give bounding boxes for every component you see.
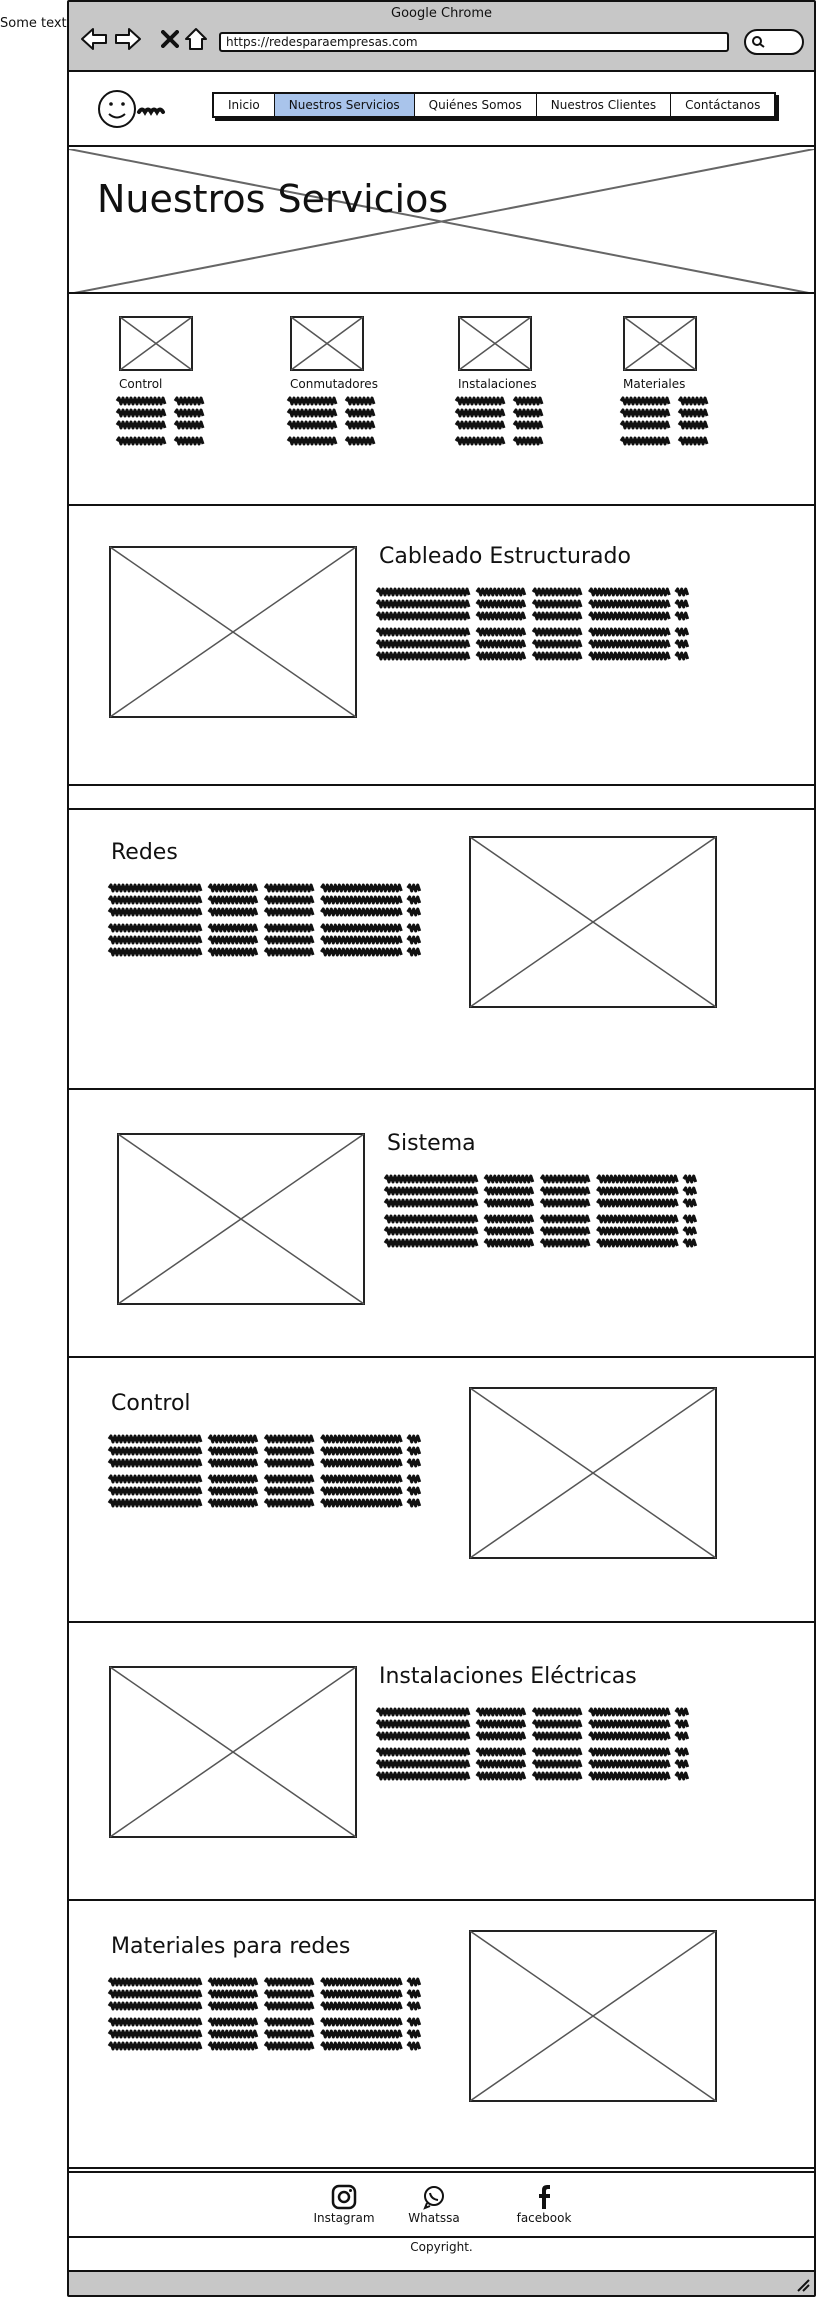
section-body-text (107, 882, 442, 962)
service-thumbnail (290, 316, 364, 371)
forward-button[interactable] (113, 24, 143, 54)
text-placeholder (375, 587, 690, 661)
service-label: Materiales (623, 377, 686, 391)
service-thumbnail (119, 316, 193, 371)
footer-divider (69, 2171, 814, 2173)
search-icon (752, 36, 765, 48)
resize-grip-icon (797, 2279, 810, 2292)
nav-item-4[interactable]: Contáctanos (685, 98, 761, 112)
hero-banner: Nuestros Servicios (69, 149, 814, 294)
nav-item-3[interactable]: Nuestros Clientes (537, 94, 672, 116)
browser-statusbar (69, 2270, 814, 2295)
text-placeholder (454, 396, 544, 446)
service-card[interactable]: Control (115, 316, 229, 451)
section-title: Instalaciones Eléctricas (379, 1664, 637, 1689)
section-title: Sistema (387, 1131, 476, 1156)
arrow-left-icon (81, 28, 107, 50)
copyright-text: Copyright. (410, 2240, 473, 2254)
image-placeholder-icon (458, 316, 532, 371)
section-image (469, 836, 717, 1008)
section-title: Control (111, 1391, 191, 1416)
social-link-whatssa[interactable]: Whatssa (389, 2183, 479, 2225)
nav-item-0[interactable]: Inicio (214, 94, 275, 116)
service-card[interactable]: Materiales (619, 316, 733, 451)
text-placeholder (383, 1174, 698, 1248)
section-body-text (107, 1976, 442, 2056)
image-placeholder-icon (290, 316, 364, 371)
service-section: Instalaciones Eléctricas (69, 1626, 814, 1901)
section-image (109, 1666, 357, 1838)
service-section: Redes (69, 810, 814, 1090)
back-button[interactable] (79, 24, 109, 54)
browser-title: Google Chrome (391, 6, 492, 21)
service-section: Materiales para redes (69, 1904, 814, 2169)
section-title: Cableado Estructurado (379, 544, 631, 569)
side-note-text: Some text (0, 16, 67, 31)
image-placeholder-icon (119, 316, 193, 371)
page-title: Nuestros Servicios (97, 177, 449, 221)
browser-titlebar: Google Chrome https://redesparaempresas.… (69, 2, 814, 72)
text-placeholder (115, 396, 205, 446)
service-card[interactable]: Instalaciones (454, 316, 568, 451)
section-body-text (375, 1706, 710, 1786)
section-title: Redes (111, 840, 178, 865)
home-button[interactable] (181, 24, 211, 54)
address-bar[interactable]: https://redesparaempresas.com (219, 32, 729, 52)
social-label: Whatssa (408, 2211, 460, 2225)
instagram-icon (331, 2184, 357, 2210)
image-placeholder-icon (117, 1133, 365, 1305)
section-image (469, 1387, 717, 1559)
image-placeholder-icon (469, 1930, 717, 2102)
section-image (469, 1930, 717, 2102)
service-section: Cableado Estructurado (69, 506, 814, 786)
hero-image-placeholder (69, 149, 814, 292)
section-body-text (383, 1173, 718, 1253)
logo-icon[interactable] (97, 84, 167, 132)
footer-divider (69, 2236, 814, 2238)
stop-button[interactable] (155, 24, 185, 54)
home-icon (185, 28, 207, 50)
text-placeholder (375, 1707, 690, 1781)
service-card[interactable]: Conmutadores (286, 316, 400, 451)
service-label: Instalaciones (458, 377, 537, 391)
close-icon (161, 30, 179, 48)
text-placeholder (619, 396, 709, 446)
social-label: Instagram (313, 2211, 375, 2225)
social-link-instagram[interactable]: Instagram (299, 2183, 389, 2225)
text-placeholder (107, 1434, 422, 1508)
service-section: Sistema (69, 1093, 814, 1358)
section-title: Materiales para redes (111, 1934, 351, 1959)
section-body-text (375, 586, 710, 666)
service-thumbnail (623, 316, 697, 371)
browser-search-button[interactable] (744, 29, 804, 55)
whatsapp-icon (423, 2186, 444, 2210)
image-placeholder-icon (469, 1387, 717, 1559)
text-placeholder (286, 396, 376, 446)
nav-item-1[interactable]: Nuestros Servicios (274, 94, 415, 116)
section-divider (69, 808, 814, 810)
footer-social: Instagram Whatssa facebook (69, 2173, 814, 2235)
arrow-right-icon (115, 28, 141, 50)
image-placeholder-icon (109, 546, 357, 718)
social-link-facebook[interactable]: facebook (499, 2183, 589, 2225)
service-thumbnail (458, 316, 532, 371)
text-placeholder (107, 883, 422, 957)
service-section: Control (69, 1361, 814, 1623)
services-grid: Control Conmutadores Instalaciones Material… (69, 296, 814, 506)
service-label: Control (119, 377, 163, 391)
image-placeholder-icon (623, 316, 697, 371)
section-image (109, 546, 357, 718)
facebook-icon (539, 2185, 550, 2209)
nav-item-2[interactable]: Quiénes Somos (415, 94, 537, 116)
text-placeholder (107, 1977, 422, 2051)
section-image (117, 1133, 365, 1305)
image-placeholder-icon (109, 1666, 357, 1838)
service-label: Conmutadores (290, 377, 378, 391)
social-label: facebook (516, 2211, 572, 2225)
section-body-text (107, 1433, 442, 1513)
browser-window (67, 0, 816, 2297)
image-placeholder-icon (469, 836, 717, 1008)
